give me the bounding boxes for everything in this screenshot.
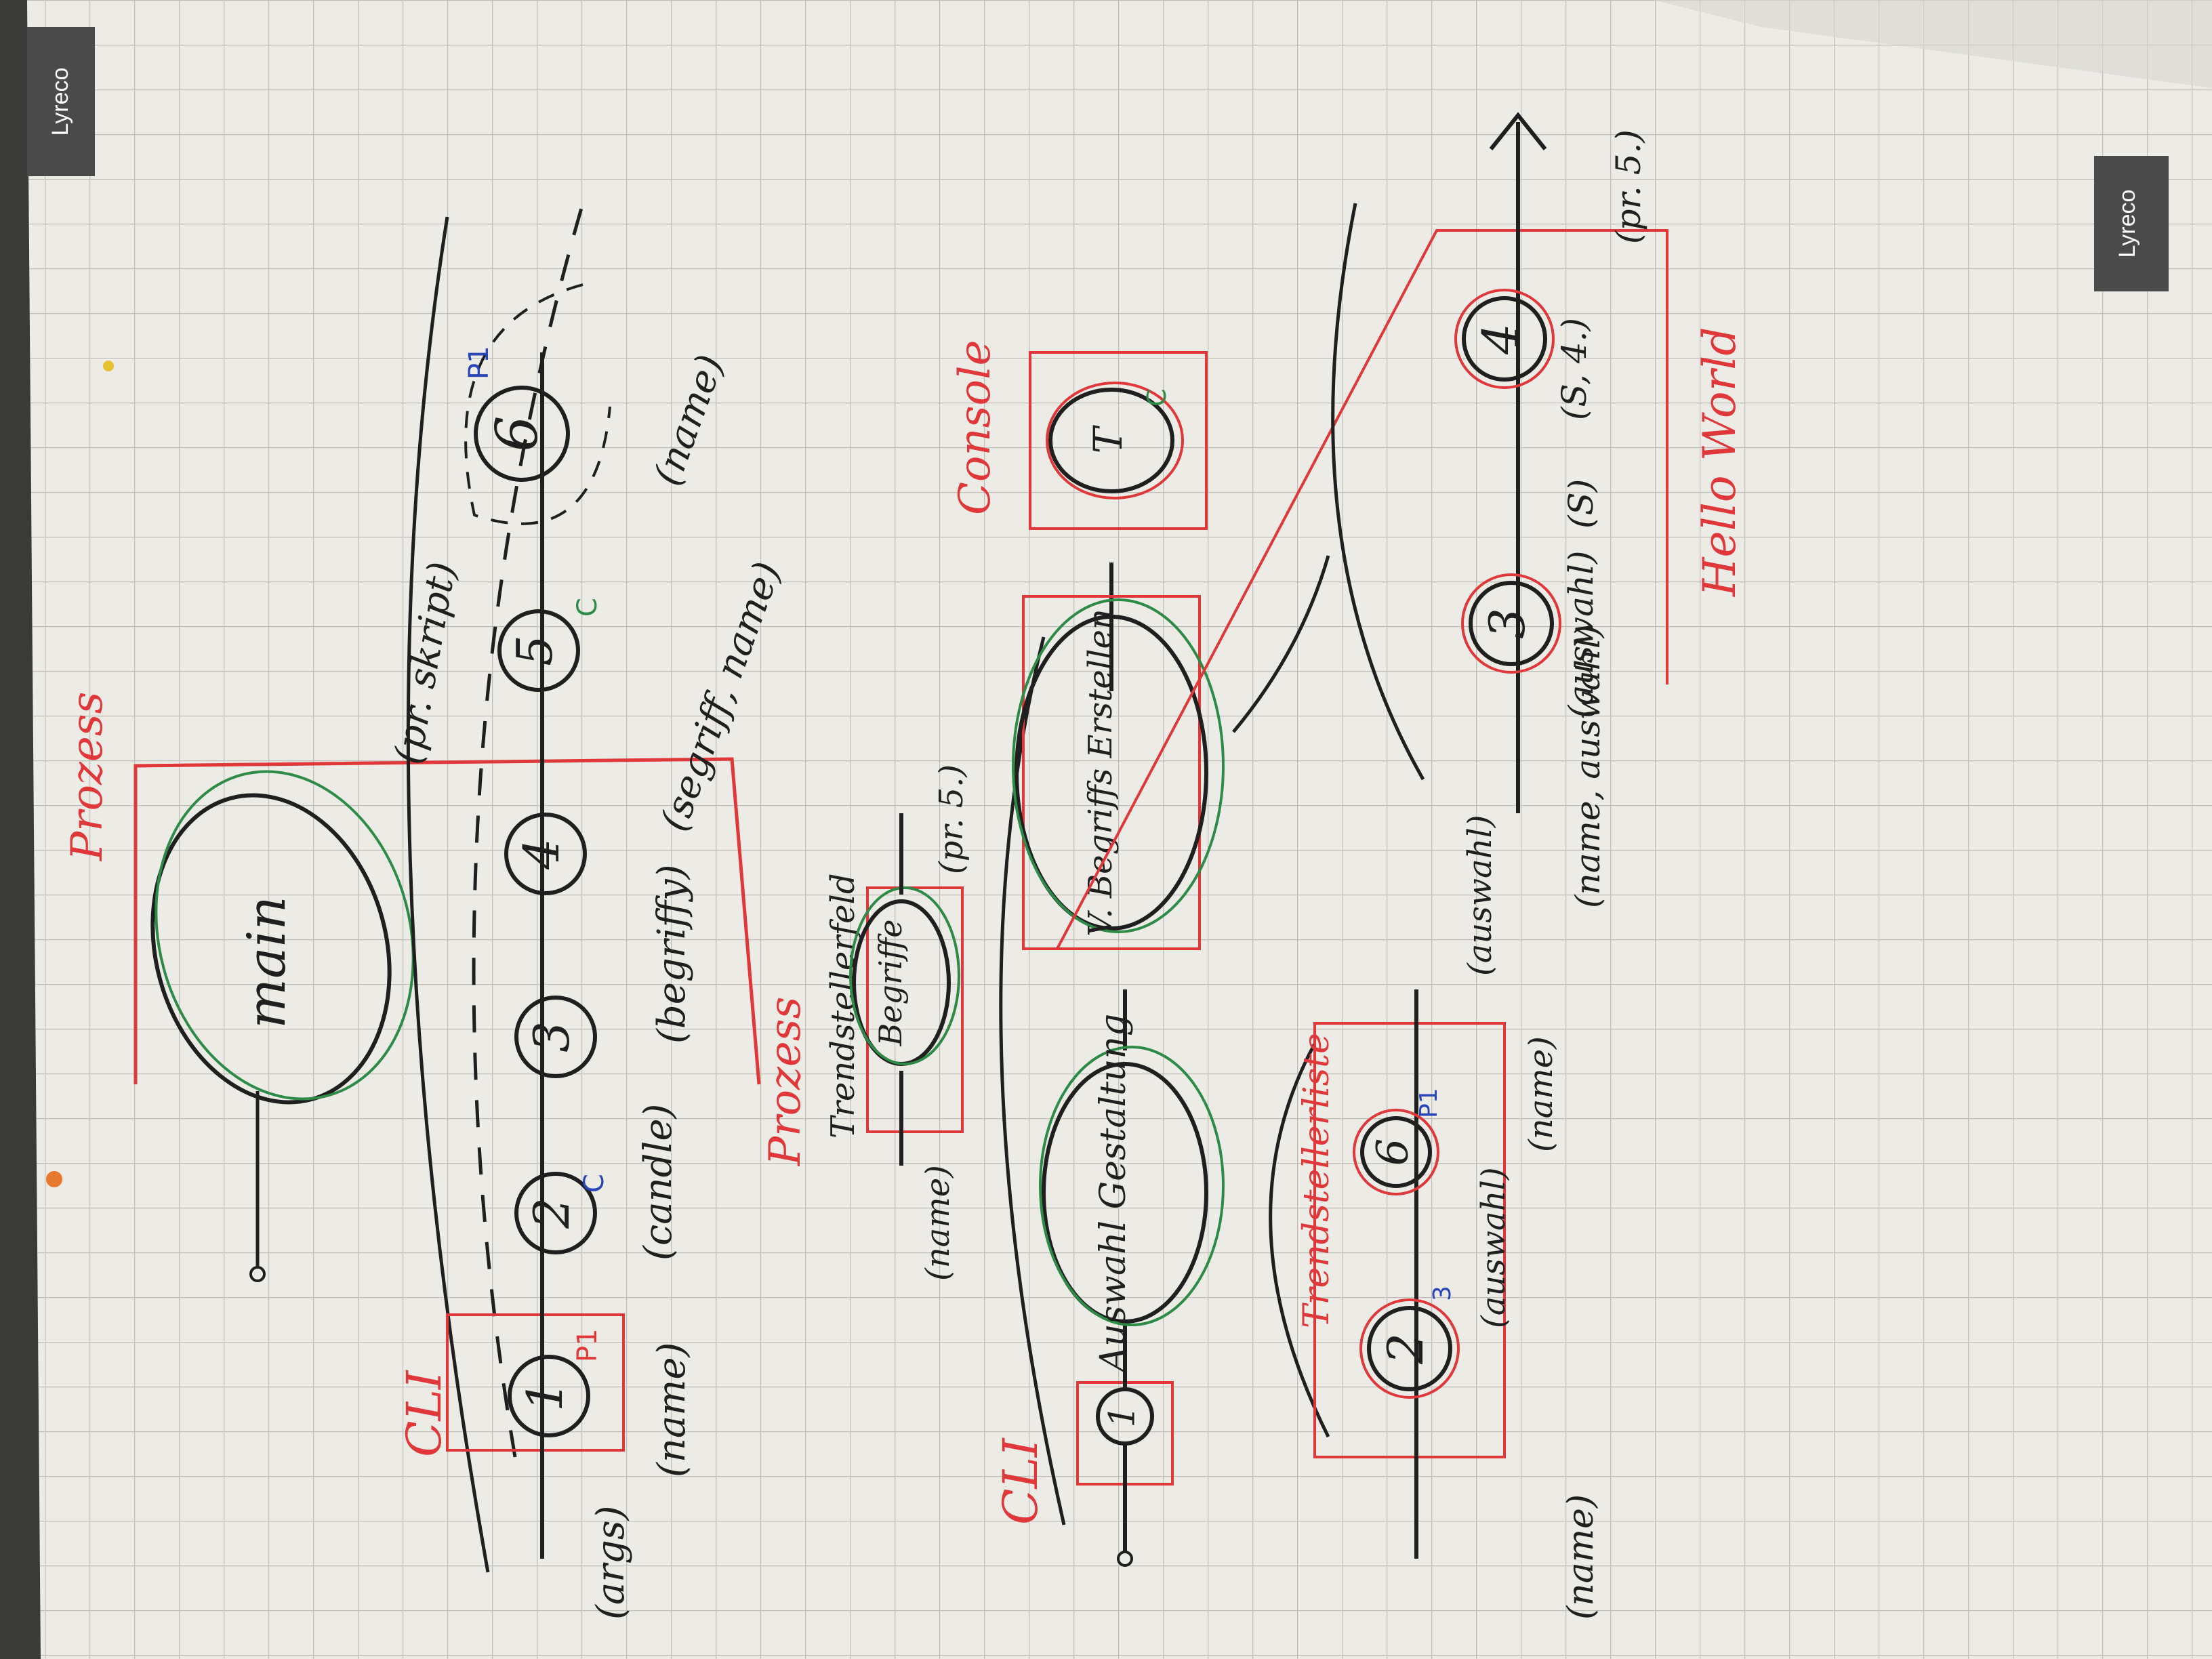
cli-label-bottom: CLI [993,1437,1048,1525]
svg-text:Lyreco: Lyreco [2114,190,2140,258]
marker-p1-blue-list: P1 [1415,1088,1443,1118]
prozess-frame [134,757,761,1085]
hello-label-auswahl: (auswahl) [1561,551,1601,719]
begriff-node-label: Begriffe [872,920,909,1047]
list-label-auswahl-1: (auswahl) [1475,1167,1513,1328]
hello-node-3: 3 [1461,573,1561,674]
svg-text:1: 1 [1103,1405,1143,1427]
hello-label-s: (S) [1561,479,1601,529]
top-node-6: 6 [474,386,570,482]
auswahl-node-circle [1042,1062,1208,1324]
marker-c-green-console: C [1142,388,1172,407]
console-node-red-ring [1046,382,1184,499]
list-box [1313,1022,1506,1458]
top-node-5: 5 [497,609,580,692]
marker-c-green: C [572,598,603,617]
top-node-3: 3 [514,996,597,1078]
svg-text:4: 4 [513,838,570,870]
bottom-section: CLI 1 Auswahl Gestaltung Prozess Trendst… [760,112,1746,1620]
marker-3-blue: 3 [1429,1286,1456,1301]
cli-box-top [446,1313,625,1452]
v-node-box [1022,595,1201,950]
list-curve [1269,1042,1330,1438]
console-node-circle [1048,388,1174,493]
bottom-divider-curve [999,636,1066,1525]
top-dashed-oval [464,283,611,525]
svg-text:Lyreco: Lyreco [47,68,73,136]
top-node-2: 2 [514,1172,597,1254]
svg-text:3: 3 [523,1021,580,1052]
label-args: (args) [589,1506,633,1620]
list-title: Trendstellerliste [1296,1033,1337,1328]
begriff-box [866,886,964,1133]
begriff-prozess-label: Prozess [760,997,811,1166]
list-label-name-1: (name) [1561,1494,1601,1620]
label-candle: (candle) [636,1104,680,1261]
hello-label-name-auswahl: (name, auswahl) [1568,625,1607,908]
brand-tag-top: Lyreco [27,27,95,176]
top-separator-curve [406,216,490,1573]
svg-text:2: 2 [523,1197,580,1229]
hello-title: Hello World [1694,327,1746,597]
cli-label-top: CLI [396,1370,452,1457]
main-node-label: main [237,896,298,1029]
begriff-arg-pr5: (pr. 5.) [933,764,970,874]
list-node-6: 6 [1353,1109,1439,1195]
bottom-chain-line [1109,562,1127,1552]
label-begriffy: (begriffy) [650,864,694,1044]
top-node-4: 4 [504,813,587,895]
console-box [1029,351,1208,530]
begriff-node-green-ring [849,886,960,1065]
label-name-1: (name) [650,1343,694,1477]
hello-frame [1056,229,1668,949]
list-label-name-2: (name) [1522,1036,1560,1152]
main-node-green-ring [155,770,415,1101]
marker-c-blue: C [579,1174,610,1193]
v-node-circle [1015,615,1208,930]
top-dashed-curve [472,203,585,1458]
v-node-label: V. Begriffs Erstellen [1082,609,1120,937]
auswahl-node-label: Auswahl Gestaltung [1093,1014,1134,1375]
begriff-arg-name: (name) [919,1165,957,1281]
list-label-auswahl-2: (auswahl) [1461,815,1499,976]
prozess-label: Prozess [62,692,112,861]
hello-curve-2 [1232,555,1330,733]
hello-node-4: 4 [1454,289,1555,389]
console-label: Console [950,340,1000,515]
svg-text:2: 2 [1377,1333,1434,1365]
hello-label-pr5: (pr. 5.) [1609,129,1648,244]
hello-arrowhead [1489,112,1547,150]
svg-text:5: 5 [506,635,563,666]
svg-text:6: 6 [1368,1139,1418,1166]
svg-text:4: 4 [1472,323,1529,355]
hello-curve-1 [1331,203,1425,781]
auswahl-node-green-ring [1039,1046,1225,1326]
svg-text:6: 6 [484,415,550,451]
svg-text:1: 1 [516,1380,573,1412]
marker-p1-blue: P1 [464,346,495,380]
pin-orange [46,1171,62,1187]
pin-yellow [103,361,114,371]
v-node-green-ring [1012,598,1225,933]
console-node-label: T [1085,424,1131,453]
top-node-1: 1 [508,1355,590,1437]
sheet-shadow [1654,0,2212,88]
svg-text:3: 3 [1479,608,1536,639]
brand-tag-right: Lyreco [2094,156,2169,291]
list-node-2: 2 [1359,1298,1460,1399]
hello-label-s4: (S, 4.) [1555,318,1594,420]
marker-p1-red: P1 [572,1328,603,1362]
